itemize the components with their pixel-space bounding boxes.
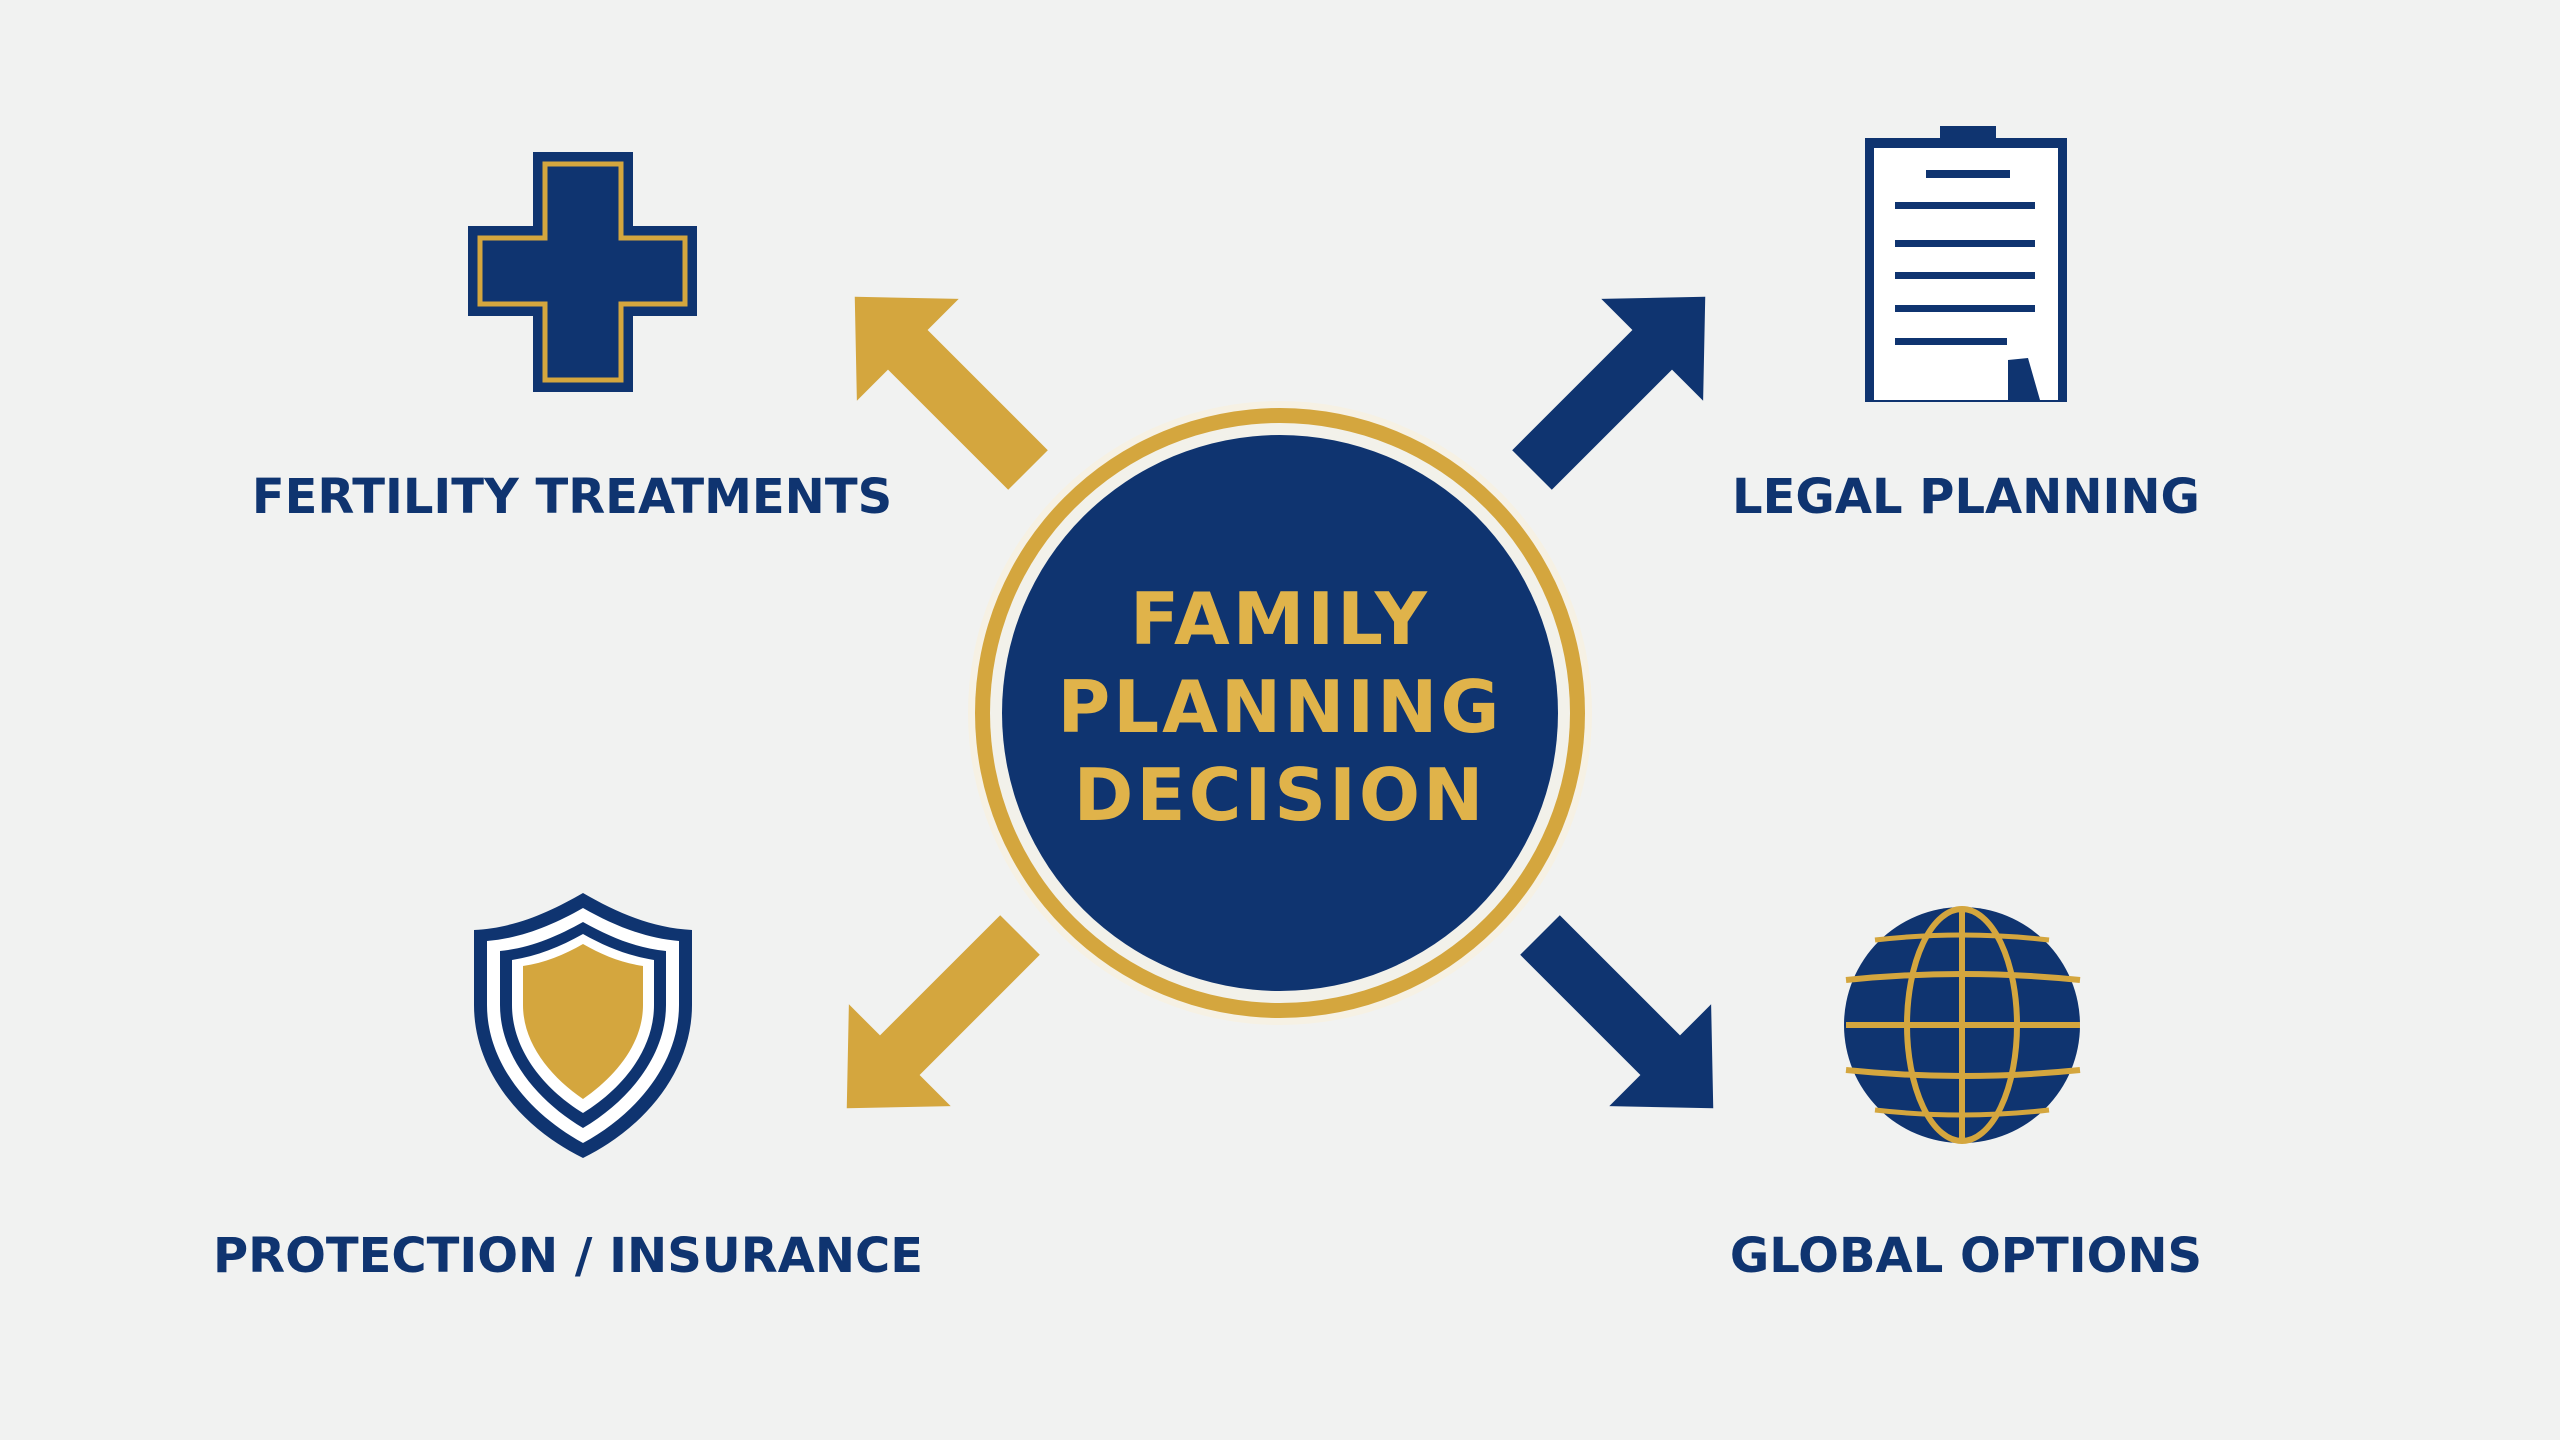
center-title-line-2: PLANNING — [1057, 665, 1502, 749]
globe-icon — [1844, 906, 2081, 1144]
node-legal-planning: LEGAL PLANNING — [1732, 126, 2200, 525]
arrow-to-legal-planning — [1512, 296, 1706, 490]
clipboard-document-icon — [1865, 126, 2067, 402]
arrow-to-protection-insurance — [846, 915, 1040, 1109]
medical-cross-icon — [468, 152, 697, 392]
node-global-options: GLOBAL OPTIONS — [1730, 906, 2202, 1284]
center-navy-disc — [1002, 435, 1558, 991]
arrow-to-global-options — [1520, 915, 1714, 1109]
label-global-options: GLOBAL OPTIONS — [1730, 1228, 2202, 1284]
node-protection-insurance: PROTECTION / INSURANCE — [213, 893, 923, 1284]
arrow-up-left — [854, 296, 1048, 490]
node-fertility-treatments: FERTILITY TREATMENTS — [252, 152, 892, 525]
arrow-to-fertility-treatments — [854, 296, 1048, 490]
shield-icon — [474, 893, 692, 1158]
label-legal-planning: LEGAL PLANNING — [1732, 469, 2200, 525]
label-fertility-treatments: FERTILITY TREATMENTS — [252, 469, 892, 525]
center-title-line-3: DECISION — [1074, 753, 1487, 837]
label-protection-insurance: PROTECTION / INSURANCE — [213, 1228, 923, 1284]
arrow-up-right — [1512, 296, 1706, 490]
arrow-down-left — [846, 915, 1040, 1109]
center-title-line-1: FAMILY — [1130, 577, 1430, 661]
center-node: FAMILY PLANNING DECISION — [968, 401, 1592, 1025]
arrow-down-right — [1520, 915, 1714, 1109]
